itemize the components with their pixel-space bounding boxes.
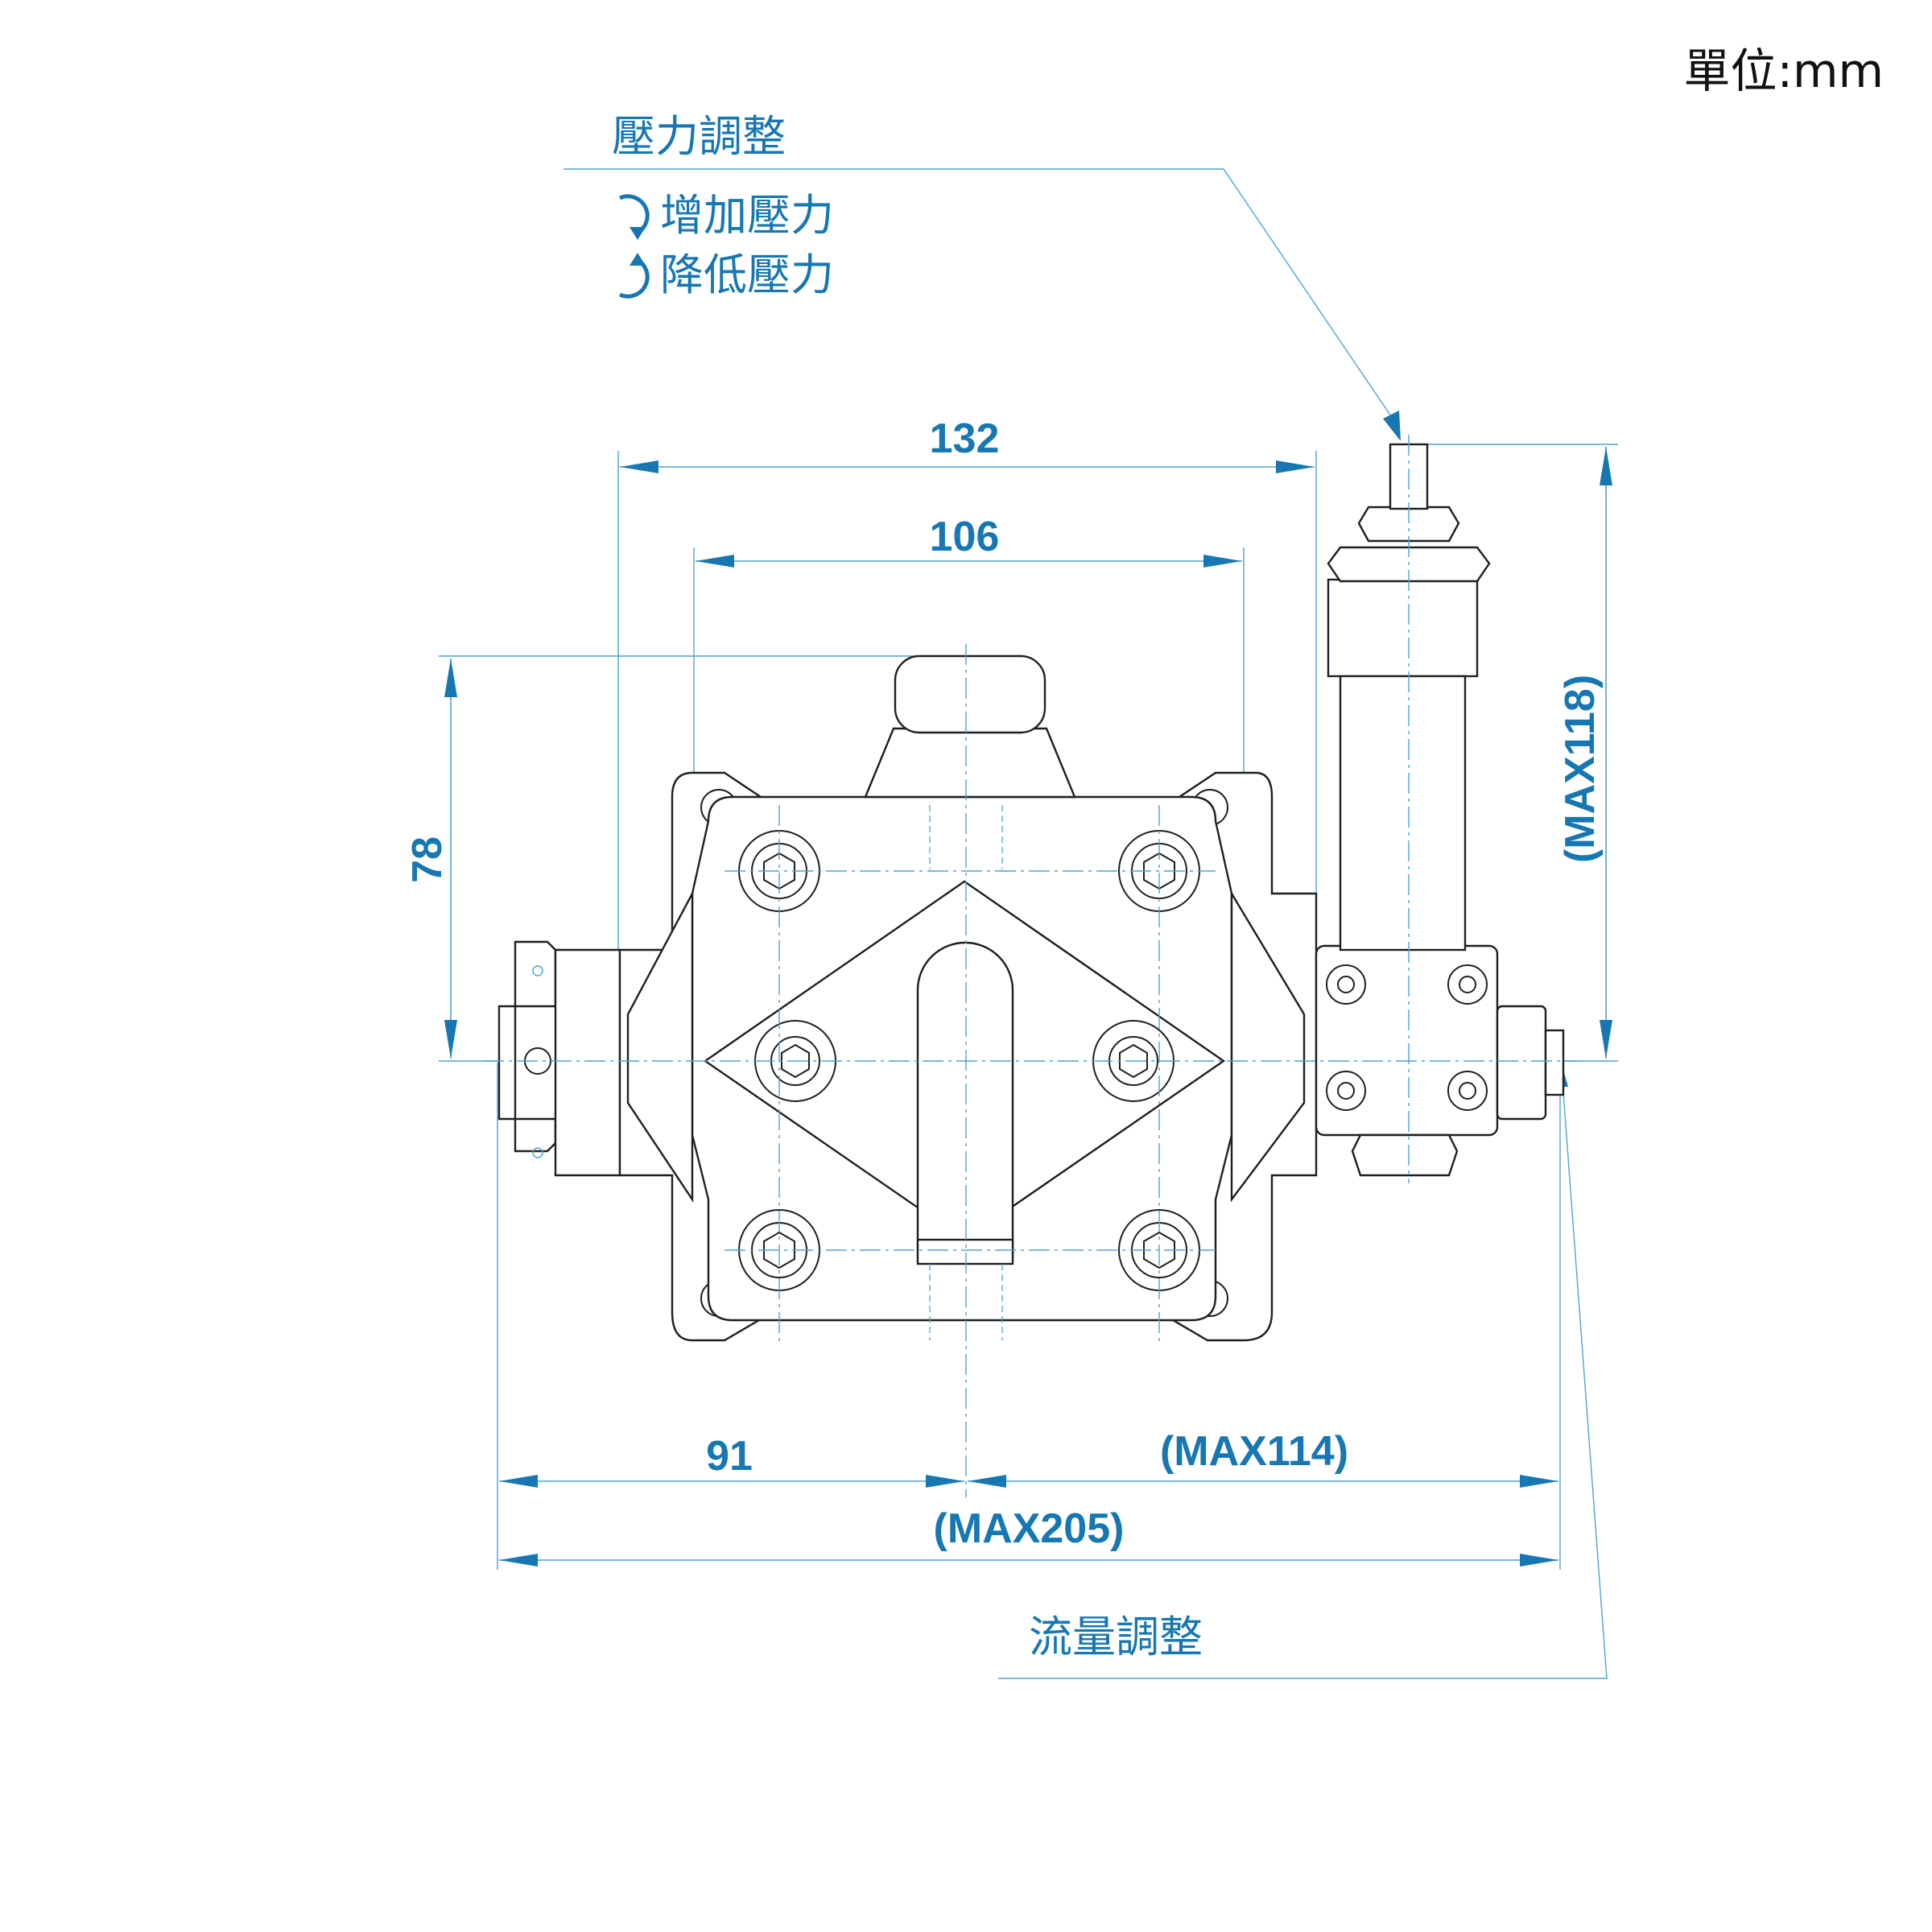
- top-boss: [864, 727, 1076, 799]
- dim-114-arrow-left: [968, 1475, 1006, 1488]
- increase-pressure-label: 增加壓力: [660, 190, 834, 241]
- dim-78-arrow-bottom: [444, 1020, 457, 1059]
- pressure-adjust-label: 壓力調整: [612, 111, 786, 162]
- dim-118-arrow-bottom: [1600, 1020, 1612, 1059]
- left-port-flange: [497, 940, 557, 1153]
- center-slot-base: [916, 1238, 1014, 1265]
- valve-block: [1315, 944, 1499, 1137]
- dim-106-arrow-right: [1203, 555, 1242, 568]
- dim-106-text: 106: [930, 514, 1000, 560]
- left-port-mark-top: [532, 965, 543, 976]
- pressure-cylinder-head: [1327, 578, 1479, 678]
- counterclockwise-arrow-icon: [618, 253, 650, 299]
- dim-132-text: 132: [930, 415, 1000, 462]
- dim-205-arrow-left: [499, 1554, 538, 1567]
- left-port-neck: [554, 948, 621, 1177]
- pressure-adjust-leader-arrow: [1383, 411, 1401, 441]
- pump-body: [497, 443, 1565, 1342]
- dim-78-text: 78: [404, 836, 451, 883]
- flow-adjust-label: 流量調整: [1029, 1612, 1203, 1662]
- unit-label: 單位:mm: [1683, 43, 1884, 98]
- flow-adjust-screw: [1544, 1029, 1565, 1096]
- valve-bolt-2: [1447, 964, 1488, 1005]
- pressure-cylinder: [1339, 675, 1467, 952]
- dim-114-arrow-right: [1520, 1475, 1558, 1488]
- valve-bottom-nut: [1351, 1133, 1459, 1177]
- dim-118-text: (MAX118): [1557, 675, 1604, 863]
- valve-bolt-3: [1326, 1071, 1366, 1111]
- decrease-pressure-label: 降低壓力: [660, 250, 834, 300]
- flow-adjust-leader: [998, 1070, 1608, 1679]
- dim-205-arrow-right: [1520, 1554, 1558, 1567]
- valve-bolt-1: [1326, 964, 1366, 1005]
- top-cap: [894, 654, 1046, 734]
- clockwise-arrow-icon: [618, 194, 650, 240]
- right-bulge: [1230, 890, 1306, 1203]
- pressure-nut-top: [1357, 506, 1460, 543]
- dim-132-arrow-right: [1276, 460, 1315, 473]
- dim-106-arrow-left: [696, 555, 734, 568]
- left-port-mark-bottom: [532, 1147, 543, 1158]
- center-slot: [916, 941, 1014, 1257]
- dim-205-text: (MAX205): [934, 1505, 1125, 1552]
- dim-78-arrow-top: [444, 658, 457, 697]
- pressure-adjust-leader: [564, 168, 1393, 419]
- dim-118-arrow-top: [1600, 447, 1612, 485]
- flow-adjust-nut: [1496, 1005, 1547, 1121]
- dim-91-arrow-left: [499, 1475, 538, 1488]
- valve-bolt-4: [1447, 1071, 1488, 1111]
- dim-91-arrow-right: [926, 1475, 964, 1488]
- dim-91-text: 91: [706, 1433, 753, 1480]
- dim-132-arrow-left: [620, 460, 658, 473]
- dim-114-text: (MAX114): [1160, 1428, 1348, 1475]
- left-bulge: [626, 893, 694, 1203]
